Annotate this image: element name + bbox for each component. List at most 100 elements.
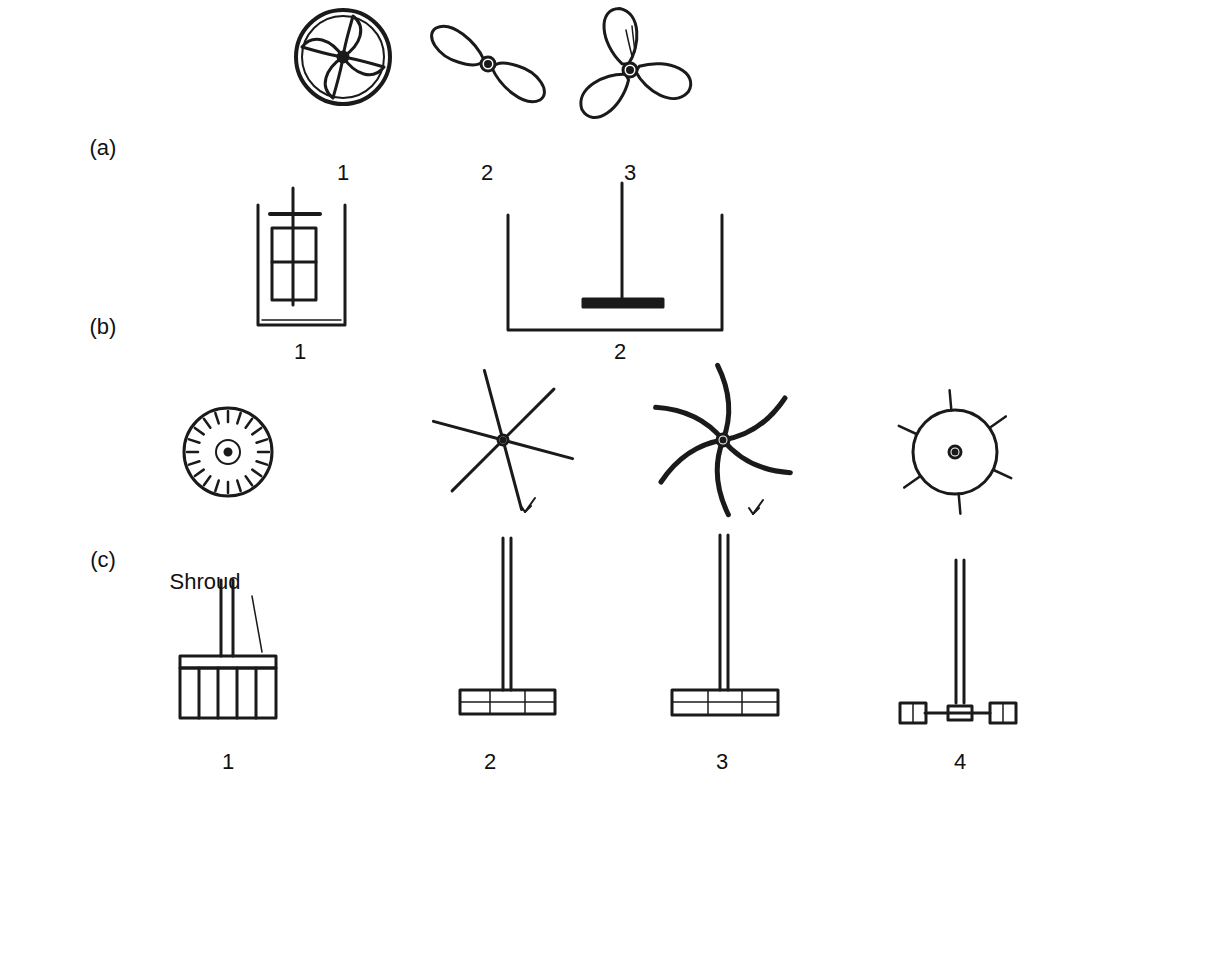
gate-paddle-tank — [258, 205, 345, 325]
disk-turbine-side — [955, 560, 958, 703]
ring-propeller — [302, 16, 384, 98]
curved-blade-turbine-top — [723, 398, 785, 440]
disk-turbine-side — [900, 560, 1016, 723]
shrouded-turbine-top — [195, 470, 204, 476]
straight-blade-turbine-side — [460, 538, 555, 714]
straight-blade-turbine-top — [498, 435, 508, 445]
straight-blade-turbine-top — [433, 421, 503, 440]
shrouded-turbine-side — [217, 668, 220, 718]
part-number: 3 — [624, 161, 636, 185]
leader-line — [252, 596, 262, 652]
gate-paddle-tank — [270, 212, 320, 216]
ring-propeller — [338, 52, 348, 62]
ring-propeller — [296, 10, 390, 104]
disk-turbine-top — [993, 470, 1011, 478]
shrouded-turbine-side — [180, 668, 276, 718]
curved-blade-turbine-top — [656, 365, 791, 514]
callout-label: Shroud — [170, 570, 241, 594]
shrouded-turbine-side — [198, 668, 201, 718]
part-number: 2 — [481, 161, 493, 185]
disk-turbine-top — [950, 390, 952, 410]
curved-blade-turbine-top — [656, 386, 723, 461]
disk-turbine-side — [900, 703, 926, 723]
shrouded-turbine-top — [187, 451, 198, 454]
straight-blade-turbine-side — [524, 690, 526, 714]
disk-turbine-side — [990, 703, 1016, 723]
shrouded-turbine-top — [257, 461, 267, 464]
straight-blade-turbine-side — [510, 538, 513, 690]
shrouded-turbine-top — [195, 428, 204, 434]
shrouded-turbine-side — [236, 668, 239, 718]
shrouded-turbine-top — [189, 461, 199, 464]
disk-turbine-side — [1002, 703, 1004, 723]
shrouded-turbine-top — [252, 470, 261, 476]
shrouded-turbine-top — [252, 428, 261, 434]
three-blade-propeller — [631, 57, 694, 103]
curved-blade-turbine-top — [749, 508, 759, 514]
ring-propeller — [343, 16, 361, 57]
two-blade-propeller — [492, 63, 544, 101]
shrouded-turbine-top — [184, 408, 272, 496]
curved-blade-turbine-top — [661, 440, 723, 482]
three-blade-propeller — [632, 26, 635, 52]
disk-turbine-side — [963, 560, 966, 703]
three-blade-propeller — [626, 30, 632, 56]
disk-turbine-top — [959, 494, 961, 514]
shrouded-turbine-top — [246, 476, 252, 485]
panel-label: (a) — [90, 136, 117, 160]
disk-turbine-side — [925, 712, 990, 715]
shrouded-turbine-top — [237, 481, 240, 491]
flat-paddle-tank — [508, 183, 722, 330]
shrouded-turbine-top — [227, 482, 230, 493]
shrouded-turbine-side — [255, 668, 258, 718]
shrouded-turbine-side — [180, 580, 276, 718]
ring-propeller — [302, 39, 343, 57]
three-blade-propeller — [574, 5, 695, 125]
ring-propeller — [325, 57, 343, 98]
straight-blade-turbine-top — [433, 370, 572, 512]
shrouded-turbine-top — [215, 413, 218, 423]
curved-blade-turbine-side — [672, 701, 778, 703]
gate-paddle-tank — [272, 228, 316, 300]
part-number: 1 — [222, 750, 234, 774]
straight-blade-turbine-top — [501, 438, 505, 442]
part-number: 3 — [716, 750, 728, 774]
straight-blade-turbine-top — [452, 440, 503, 491]
shrouded-turbine-top — [187, 411, 269, 493]
straight-blade-turbine-side — [489, 690, 491, 714]
curved-blade-turbine-top — [717, 434, 729, 446]
curved-blade-turbine-top — [721, 438, 725, 442]
panel-label: (b) — [90, 315, 117, 339]
three-blade-propeller — [599, 5, 645, 68]
shrouded-turbine-side — [180, 656, 276, 668]
shrouded-turbine-top — [215, 481, 218, 491]
three-blade-propeller — [574, 62, 637, 125]
two-blade-propeller — [481, 57, 495, 71]
disk-turbine-side — [912, 703, 914, 723]
shrouded-turbine-top — [237, 413, 240, 423]
disk-turbine-top — [913, 410, 997, 494]
two-blade-propeller — [432, 26, 484, 64]
part-number: 1 — [337, 161, 349, 185]
disk-turbine-top — [904, 476, 920, 487]
curved-blade-turbine-top — [687, 365, 754, 440]
curved-blade-turbine-side — [727, 535, 730, 690]
curved-blade-turbine-side — [672, 535, 778, 715]
flat-paddle-tank — [583, 299, 663, 307]
part-number: 1 — [294, 340, 306, 364]
disk-turbine-top — [949, 446, 961, 458]
disk-turbine-top — [899, 390, 1011, 514]
shrouded-turbine-top — [216, 440, 240, 464]
gate-paddle-tank — [262, 319, 341, 321]
straight-blade-turbine-top — [503, 440, 522, 510]
curved-blade-turbine-top — [723, 419, 790, 494]
straight-blade-turbine-top — [484, 370, 503, 440]
disk-turbine-top — [953, 450, 957, 454]
gate-paddle-tank — [292, 188, 295, 305]
flat-paddle-tank — [508, 215, 722, 330]
flat-paddle-tank — [621, 183, 624, 300]
three-blade-propeller — [623, 63, 637, 77]
shrouded-turbine-top — [227, 411, 230, 422]
gate-paddle-tank — [272, 261, 316, 264]
